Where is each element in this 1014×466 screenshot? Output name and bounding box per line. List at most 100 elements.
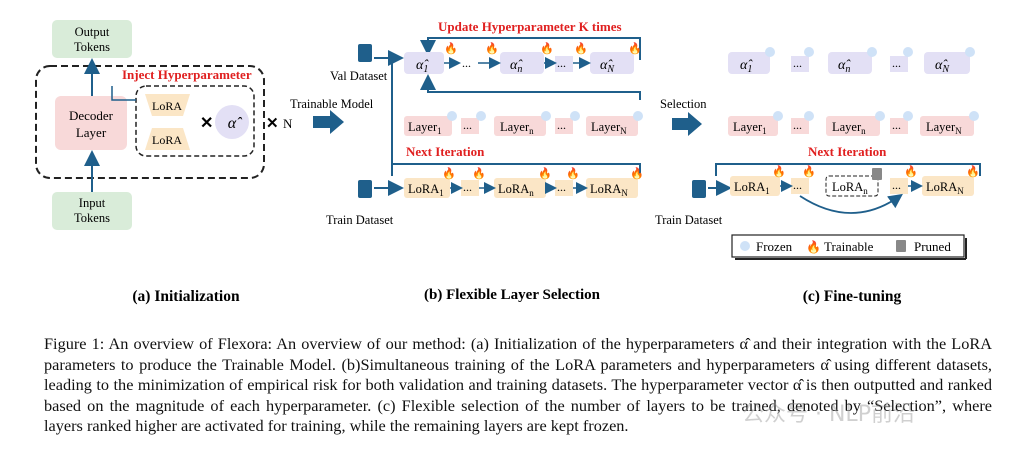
- lora-box-1: [404, 178, 450, 198]
- snowflake-icon: [765, 47, 775, 57]
- c-lora-N: LoRAN: [926, 180, 964, 196]
- times-n-label: N: [283, 116, 293, 131]
- c-ellipsis-2: ...: [892, 56, 901, 70]
- alpha-circle: [215, 105, 249, 139]
- snowflake-icon: [804, 111, 814, 121]
- snowflake-icon: [867, 47, 877, 57]
- c-lora-ellipsis-2: [890, 178, 908, 194]
- lora-n: LoRAn: [498, 182, 534, 198]
- snowflake-icon: [773, 111, 783, 121]
- lora-ellipsis-1: [461, 180, 479, 196]
- trainable-model-label: Trainable Model: [290, 97, 374, 111]
- layer-box-1: [404, 116, 452, 136]
- c-ellipsis-3: ...: [793, 118, 802, 132]
- snowflake-icon: [740, 241, 750, 251]
- figure-label: Figure 1:: [44, 334, 105, 353]
- layer-ellipsis-1: [461, 118, 479, 134]
- trash-icon: [896, 240, 906, 252]
- train-dataset-label-c: Train Dataset: [655, 213, 723, 227]
- layer-N: LayerN: [591, 120, 627, 136]
- outer-dashed-block: [35, 65, 265, 179]
- c-layer-1: Layer1: [733, 120, 767, 136]
- next-iteration-label-b: Next Iteration: [406, 144, 485, 159]
- flame-icon: 🔥: [540, 42, 554, 55]
- output-tokens-box: [52, 20, 132, 58]
- snowflake-icon: [804, 47, 814, 57]
- legend-pruned: Pruned: [914, 239, 951, 254]
- flame-icon: 🔥: [806, 240, 821, 254]
- val-dataset-label: Val Dataset: [330, 69, 388, 83]
- panel-c: α̂1 ... α̂n ... α̂N Layer1 ... Layern ..…: [655, 47, 981, 305]
- inner-dashed-block: [135, 85, 255, 157]
- c-layer-box-1: [728, 116, 778, 136]
- flame-icon: 🔥: [574, 42, 588, 55]
- flame-icon: 🔥: [772, 165, 786, 178]
- c-ellipsis-4: ...: [892, 118, 901, 132]
- c-lora-1: LoRA1: [734, 180, 770, 196]
- ellipsis-b5: ...: [463, 180, 472, 194]
- decoder-layer-label: Decoder: [69, 108, 114, 123]
- snowflake-icon: [447, 111, 457, 121]
- legend-frozen: Frozen: [756, 239, 793, 254]
- update-hyperparameter-label: Update Hyperparameter K times: [438, 19, 622, 34]
- flame-icon: 🔥: [444, 42, 458, 55]
- legend-trainable: Trainable: [824, 239, 874, 254]
- flame-icon: 🔥: [538, 167, 552, 180]
- trash-icon: [872, 168, 882, 180]
- c-alpha-ellipsis-2: [890, 56, 908, 72]
- train-dataset-label-b: Train Dataset: [326, 213, 394, 227]
- big-arrow-b-c: [672, 112, 702, 136]
- decoder-layer-label-2: Layer: [76, 125, 107, 140]
- lora-b-trapezoid: [145, 128, 190, 150]
- c-layer-N: LayerN: [926, 120, 962, 136]
- arrow-lora-decoder: [111, 86, 136, 101]
- figure-caption-text: An overview of Flexora: An overview of o…: [44, 334, 993, 435]
- panel-b: Update Hyperparameter K times Val Datase…: [326, 19, 644, 303]
- val-dataset-icon: [358, 44, 372, 62]
- next-iteration-label-c: Next Iteration: [808, 144, 887, 159]
- figure-caption: Figure 1: An overview of Flexora: An ove…: [44, 334, 992, 437]
- c-layer-ellipsis-1: [791, 118, 809, 134]
- c-layer-box-n: [826, 116, 880, 136]
- snowflake-icon: [969, 111, 979, 121]
- flame-icon: 🔥: [802, 165, 816, 178]
- c-lora-box-1: [730, 176, 780, 196]
- snowflake-icon: [476, 111, 486, 121]
- flame-icon: 🔥: [566, 167, 580, 180]
- c-lora-box-n-pruned: [825, 175, 879, 197]
- lora-a-label: LoRA: [152, 99, 182, 113]
- lora-ellipsis-2: [555, 180, 573, 196]
- snowflake-icon: [903, 47, 913, 57]
- c-lora-ellipsis-1: [791, 178, 809, 194]
- c-layer-n: Layern: [832, 120, 866, 136]
- ellipsis-b3: ...: [463, 118, 472, 132]
- c-train-dataset-icon: [692, 180, 706, 198]
- c-ellipsis-6: ...: [892, 178, 901, 192]
- flame-icon: 🔥: [966, 165, 980, 178]
- times-n-symbol: ✕: [266, 116, 279, 132]
- lora-box-N: [586, 178, 638, 198]
- flame-icon: 🔥: [630, 167, 644, 180]
- inject-hyperparameter-label: Inject Hyperparameter: [122, 67, 252, 82]
- flame-icon: 🔥: [485, 42, 499, 55]
- c-layer-box-N: [920, 116, 974, 136]
- flame-icon: 🔥: [904, 165, 918, 178]
- layer-box-n: [494, 116, 546, 136]
- train-dataset-icon: [358, 180, 372, 198]
- ellipsis-b4: ...: [557, 118, 566, 132]
- flame-icon: 🔥: [628, 42, 642, 55]
- input-tokens-box: [52, 192, 132, 230]
- c-lora-n: LoRAn: [832, 180, 868, 196]
- selection-label: Selection: [660, 97, 707, 111]
- times-symbol: ✕: [200, 115, 213, 132]
- layer-box-N: [586, 116, 638, 136]
- snowflake-icon: [875, 111, 885, 121]
- snowflake-icon: [965, 47, 975, 57]
- ellipsis-b2: ...: [557, 56, 566, 70]
- lora-1: LoRA1: [408, 182, 444, 198]
- snowflake-icon: [570, 111, 580, 121]
- lora-a-trapezoid: [145, 94, 190, 116]
- next-iteration-loop-b: [391, 163, 641, 176]
